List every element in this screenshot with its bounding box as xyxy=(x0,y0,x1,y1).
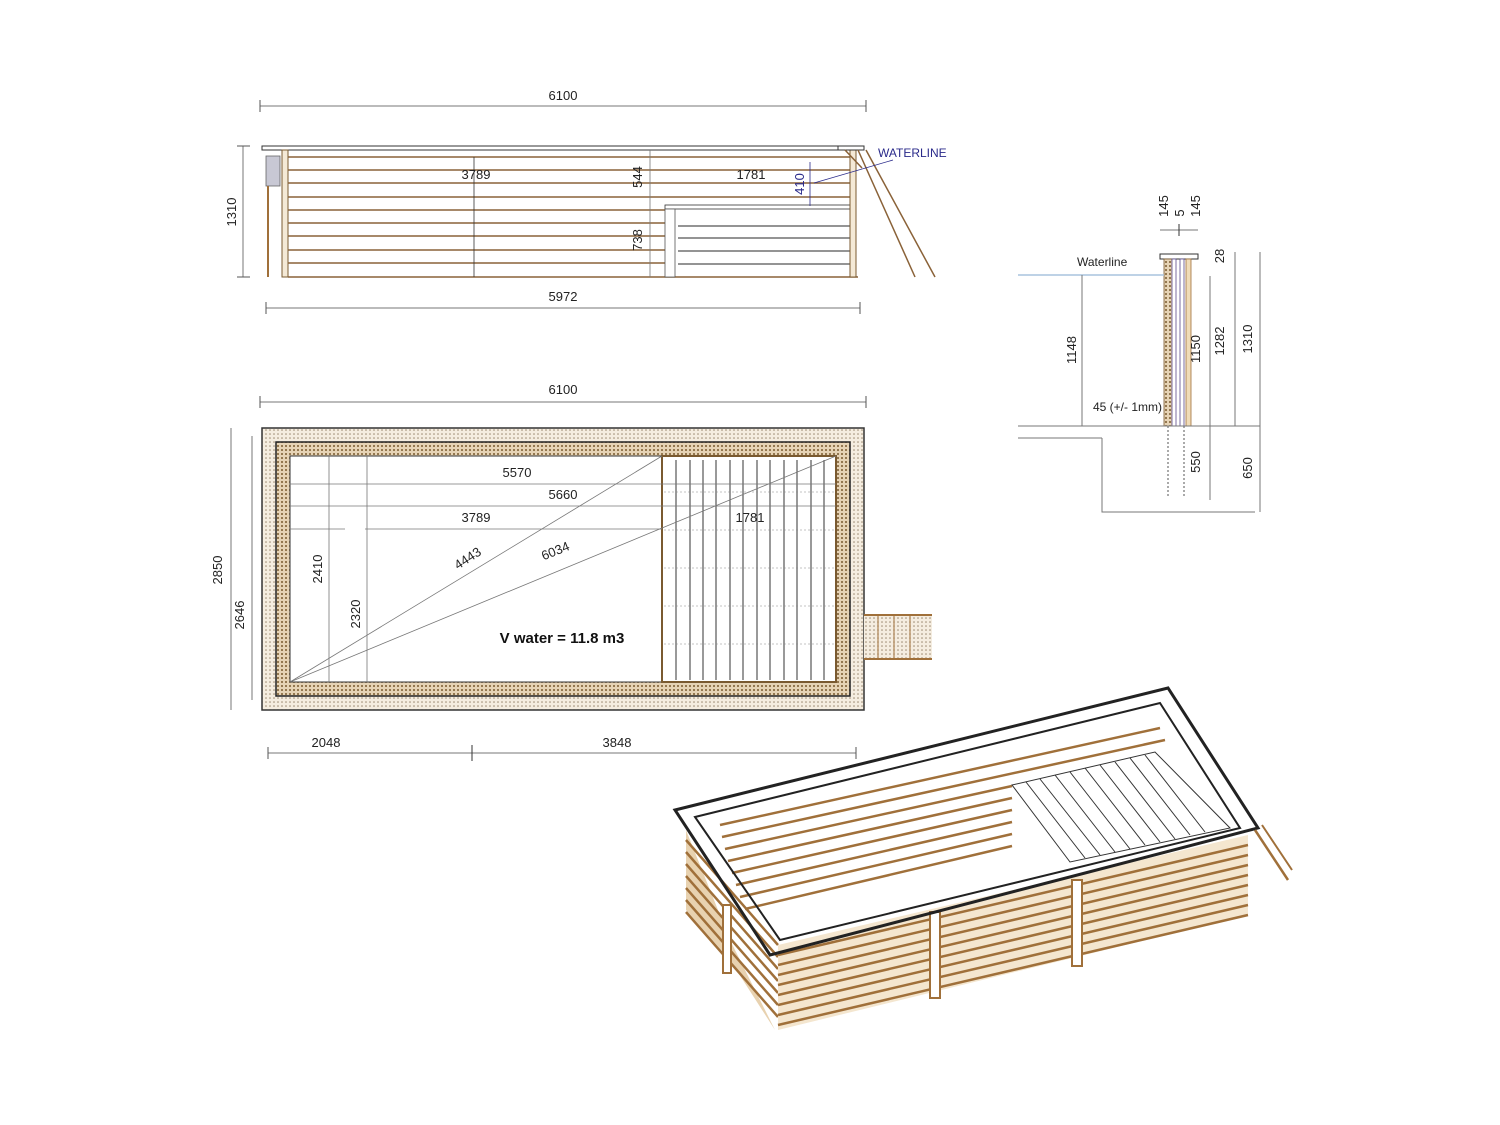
dim-label: 28 xyxy=(1212,249,1227,263)
ladder-plan-icon xyxy=(864,614,932,660)
dim-label: 1310 xyxy=(1240,325,1255,354)
dim-label: 3848 xyxy=(603,735,632,750)
dim-label: 6100 xyxy=(549,88,578,103)
dim-label: 5660 xyxy=(549,487,578,502)
dim-label: 1781 xyxy=(736,510,765,525)
dim-inner-length-bottom: 5972 xyxy=(265,289,861,314)
waterline-label: WATERLINE xyxy=(878,146,947,160)
plan-view: 6100 xyxy=(210,382,932,761)
dim-label: 650 xyxy=(1240,457,1255,479)
dim-label: 3789 xyxy=(462,167,491,182)
dim-label: 2646 xyxy=(232,601,247,630)
dim-label: 5972 xyxy=(549,289,578,304)
dim-label: 145 xyxy=(1188,195,1203,217)
isometric-view xyxy=(672,686,1293,1030)
dim-label: 1310 xyxy=(224,198,239,227)
dim-label: 145 xyxy=(1156,195,1171,217)
dim-label: 2410 xyxy=(310,555,325,584)
waterline-label: Waterline xyxy=(1077,255,1128,269)
water-volume-label: V water = 11.8 m3 xyxy=(500,630,625,647)
dim-label: 550 xyxy=(1188,451,1203,473)
dim-label: 6100 xyxy=(549,382,578,397)
skimmer-icon xyxy=(265,155,281,187)
dim-label: 1282 xyxy=(1212,327,1227,356)
dim-label: 1148 xyxy=(1064,336,1079,364)
dim-overall-height: 1310 xyxy=(224,145,250,278)
dim-label: 2048 xyxy=(312,735,341,750)
dim-label: 3789 xyxy=(462,510,491,525)
wall-section: 145 5 145 Waterline 1148 1150 1282 28 13… xyxy=(1018,195,1261,513)
dim-label: 1781 xyxy=(737,167,766,182)
dim-label: 2320 xyxy=(348,600,363,629)
dim-label: 5 xyxy=(1172,209,1187,216)
dim-label: 2850 xyxy=(210,556,225,585)
dim-label: 544 xyxy=(630,166,645,188)
tolerance-label: 45 (+/- 1mm) xyxy=(1093,400,1162,414)
dim-label: 5570 xyxy=(503,465,532,480)
ladder-icon xyxy=(844,149,936,278)
dim-overall-length-top: 6100 xyxy=(259,88,867,112)
dim-label: 1150 xyxy=(1188,335,1203,363)
dim-label: 738 xyxy=(630,229,645,251)
side-elevation: 6100 1310 xyxy=(224,88,947,314)
dim-label: 410 xyxy=(792,173,807,195)
